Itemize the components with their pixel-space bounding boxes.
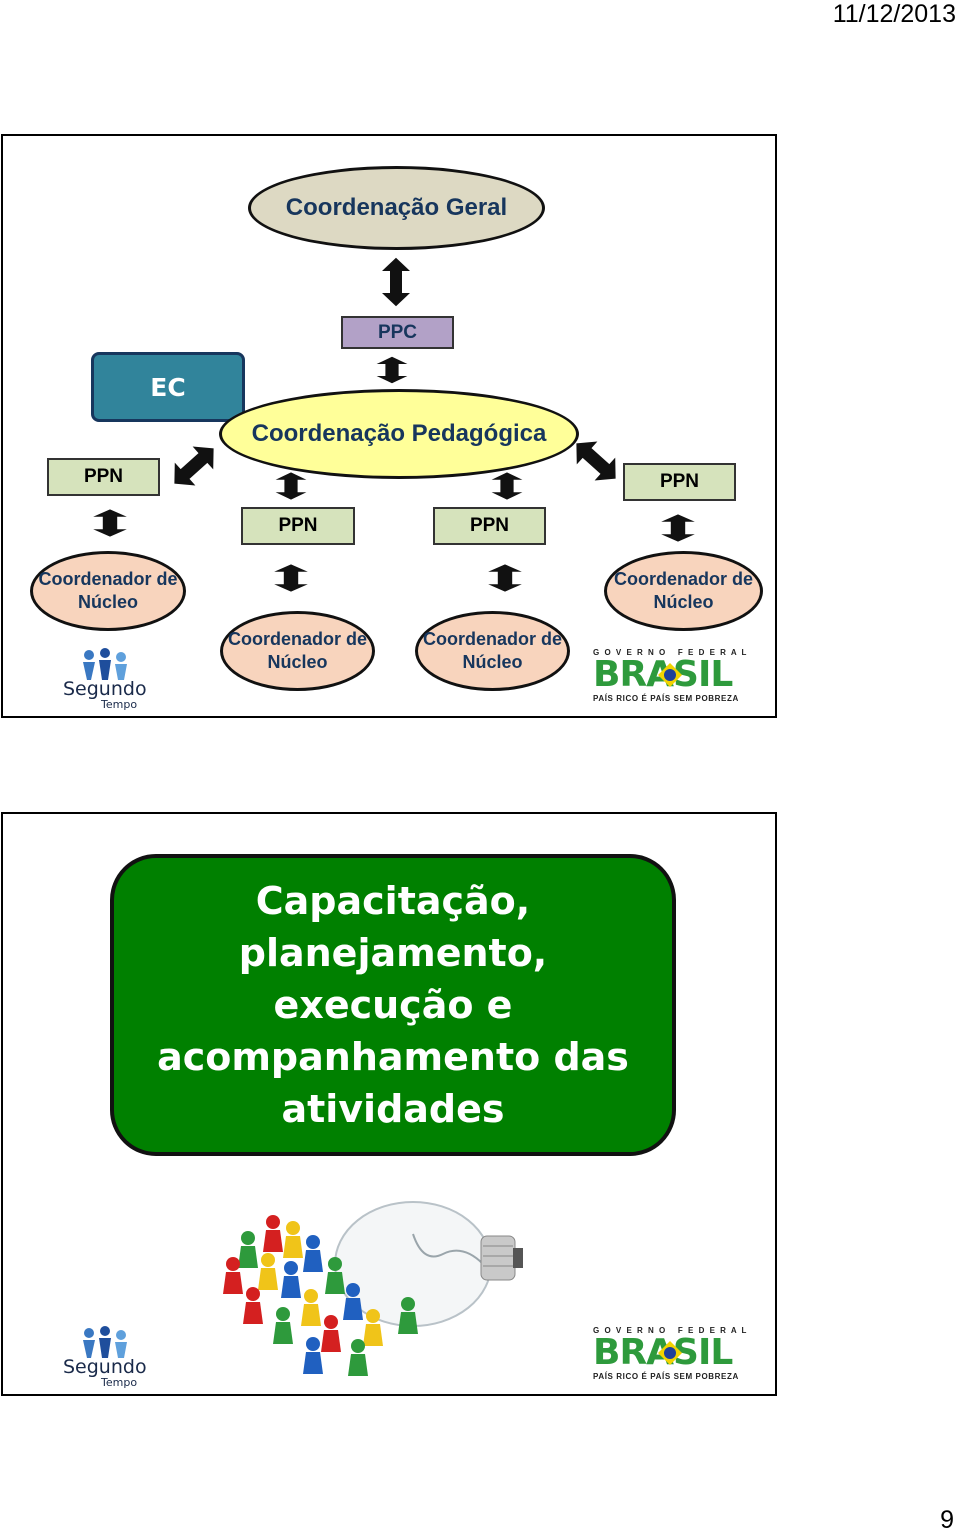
arrow-ec-pedagogica	[164, 436, 224, 496]
segundo-text: Segundo	[63, 1356, 147, 1378]
brazil-flag-icon	[658, 1341, 682, 1365]
pawns-lightbulb-illustration	[223, 1201, 523, 1376]
coordenador-label: Coordenador de Núcleo	[422, 629, 562, 672]
segundo-text: Segundo	[63, 678, 147, 700]
coordenador-label: Coordenador de Núcleo	[38, 569, 178, 612]
arrow-ppc-pedagogica	[376, 356, 408, 384]
coordenador-nucleo-1: Coordenador de Núcleo	[30, 551, 186, 631]
ppn-box-4: PPN	[623, 463, 736, 501]
brazil-flag-icon	[658, 663, 682, 687]
brasil-governo-logo: G O V E R N O F E D E R A L BRASIL PAÍS …	[593, 648, 758, 704]
governo-federal-text: G O V E R N O F E D E R A L	[593, 648, 748, 657]
people-icon	[83, 1326, 127, 1358]
tempo-text: Tempo	[101, 698, 138, 711]
segundo-tempo-logo: Segundo Tempo	[61, 648, 151, 712]
ppc-box: PPC	[341, 316, 454, 349]
arrow-ppn4-coord4	[661, 514, 695, 542]
arrow-geral-ppc	[382, 257, 410, 307]
arrow-pedagogica-ppn-3	[491, 472, 523, 500]
brasil-slogan-text: PAÍS RICO É PAÍS SEM POBREZA	[593, 1372, 739, 1381]
ec-label: EC	[150, 372, 186, 402]
ppn-label: PPN	[278, 515, 318, 536]
pawns-icon	[223, 1215, 418, 1376]
coordenador-label: Coordenador de Núcleo	[227, 629, 367, 672]
slide-capacitacao: Capacitação, planejamento, execução e ac…	[1, 812, 777, 1396]
brasil-governo-logo: G O V E R N O F E D E R A L BRASIL PAÍS …	[593, 1326, 758, 1382]
ppn-box-3: PPN	[433, 507, 546, 545]
coordenacao-geral-label: Coordenação Geral	[285, 194, 508, 221]
governo-federal-text: G O V E R N O F E D E R A L	[593, 1326, 748, 1335]
arrow-ppn2-coord2	[274, 564, 308, 592]
arrow-pedagogica-ppn-2	[275, 472, 307, 500]
headline-text: Capacitação, planejamento, execução e ac…	[157, 879, 629, 1131]
tempo-text: Tempo	[101, 1376, 138, 1389]
page-number: 9	[940, 1506, 954, 1534]
ppn-label: PPN	[83, 466, 124, 487]
coordenador-nucleo-3: Coordenador de Núcleo	[415, 611, 570, 691]
ppn-box-2: PPN	[241, 507, 355, 545]
ppn-box-1: PPN	[47, 458, 160, 496]
arrow-ppn1-coord1	[93, 509, 127, 537]
ppc-label: PPC	[377, 321, 418, 343]
headline-box: Capacitação, planejamento, execução e ac…	[110, 854, 676, 1156]
coordenador-label: Coordenador de Núcleo	[613, 569, 753, 612]
lightbulb-icon	[334, 1201, 523, 1327]
arrow-ppn3-coord3	[488, 564, 522, 592]
ppn-label: PPN	[659, 471, 700, 492]
segundo-tempo-logo: Segundo Tempo	[61, 1326, 151, 1390]
coordenacao-pedagogica-node: Coordenação Pedagógica	[219, 389, 579, 479]
coordenacao-pedagogica-label: Coordenação Pedagógica	[251, 420, 547, 447]
document-date: 11/12/2013	[832, 0, 956, 28]
slide-org-chart: Coordenação Geral PPC EC Coordenação Ped…	[1, 134, 777, 718]
ec-box: EC	[91, 352, 245, 422]
ppn-label: PPN	[469, 515, 510, 536]
coordenacao-geral-node: Coordenação Geral	[248, 166, 545, 250]
people-icon	[83, 648, 127, 680]
coordenador-nucleo-4: Coordenador de Núcleo	[604, 551, 763, 631]
coordenador-nucleo-2: Coordenador de Núcleo	[220, 611, 375, 691]
brasil-slogan-text: PAÍS RICO É PAÍS SEM POBREZA	[593, 694, 739, 703]
